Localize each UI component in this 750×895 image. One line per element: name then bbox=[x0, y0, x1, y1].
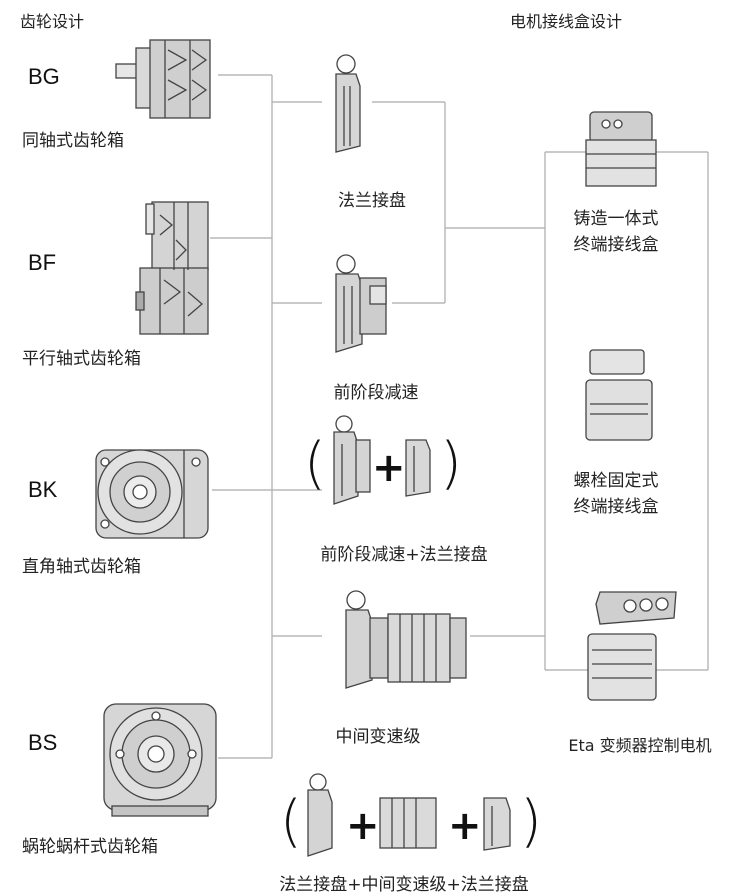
combo-module-illustration bbox=[307, 773, 511, 857]
pre-stage-flange-illustration bbox=[333, 415, 431, 505]
bf-gearbox-illustration bbox=[135, 201, 209, 335]
bg-gearbox-illustration bbox=[115, 39, 211, 119]
plus-symbol: + bbox=[372, 445, 406, 491]
gearbox-code-bk: BK bbox=[28, 477, 58, 502]
junction-vfd-label: Eta 变频器控制电机 bbox=[568, 736, 712, 755]
junction-bolted-label-line1: 螺栓固定式 bbox=[573, 471, 659, 491]
bk-gearbox-illustration bbox=[95, 449, 209, 539]
module-intermediate-label: 中间变速级 bbox=[335, 727, 421, 747]
module-pre-stage-label: 前阶段减速 bbox=[333, 383, 419, 403]
junction-cast-label-line1: 铸造一体式 bbox=[573, 209, 659, 229]
open-paren-symbol: ( bbox=[280, 789, 302, 854]
gearbox-code-bg: BG bbox=[28, 64, 60, 89]
gearbox-name-bs: 蜗轮蜗杆式齿轮箱 bbox=[22, 837, 158, 857]
open-paren-symbol: ( bbox=[304, 431, 326, 496]
junction-bolted-label-line2: 终端接线盒 bbox=[573, 497, 659, 517]
close-paren-symbol: ) bbox=[520, 789, 542, 854]
junction-design-heading: 电机接线盒设计 bbox=[510, 12, 623, 31]
gearbox-name-bf: 平行轴式齿轮箱 bbox=[22, 349, 141, 369]
module-flange-label: 法兰接盘 bbox=[338, 191, 406, 211]
plus-symbol: + bbox=[346, 803, 380, 849]
gearbox-code-bs: BS bbox=[28, 730, 58, 755]
pre-stage-reduction-illustration bbox=[335, 254, 387, 353]
plus-symbol: + bbox=[448, 803, 482, 849]
connector-lines bbox=[210, 74, 709, 759]
module-combo-label: 法兰接盘+中间变速级+法兰接盘 bbox=[279, 875, 529, 895]
bs-gearbox-illustration bbox=[103, 703, 217, 817]
gearbox-name-bg: 同轴式齿轮箱 bbox=[22, 131, 124, 151]
vfd-motor-illustration bbox=[587, 591, 677, 701]
close-paren-symbol: ) bbox=[440, 431, 462, 496]
gearbox-name-bk: 直角轴式齿轮箱 bbox=[22, 557, 141, 577]
cast-junction-box-illustration bbox=[585, 111, 657, 187]
intermediate-stage-illustration bbox=[345, 590, 467, 689]
gearbox-code-bf: BF bbox=[28, 250, 57, 275]
junction-cast-label-line2: 终端接线盒 bbox=[573, 235, 659, 255]
flange-adapter-illustration bbox=[335, 54, 361, 153]
bolted-junction-box-illustration bbox=[585, 349, 653, 441]
gear-design-heading: 齿轮设计 bbox=[20, 12, 85, 31]
module-pre-stage-flange-label: 前阶段减速+法兰接盘 bbox=[320, 545, 488, 565]
